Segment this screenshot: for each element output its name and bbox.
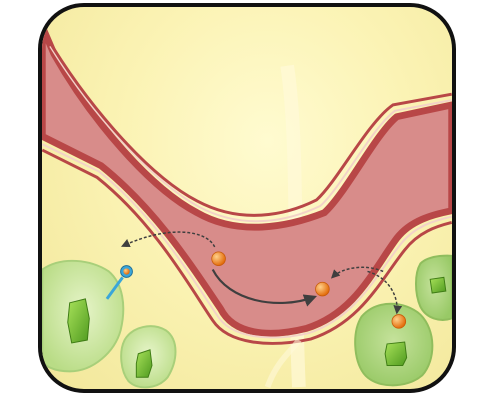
cell-left — [42, 259, 125, 373]
orange-particle-icon — [391, 314, 407, 329]
vessel-upper-outer-line — [44, 35, 452, 217]
cell-right — [354, 302, 434, 387]
orange-particle-icon — [315, 281, 330, 297]
vessel-lower-inner-line — [42, 143, 452, 339]
transport-arrows — [121, 231, 403, 315]
background-streak — [264, 338, 302, 389]
nucleus-icon — [384, 341, 408, 366]
nucleus-icon — [429, 276, 447, 294]
nucleus-icon — [67, 298, 90, 344]
receptor-icon — [105, 265, 133, 300]
curved-arrow-icon — [121, 231, 216, 248]
orange-particle-icon — [211, 251, 226, 266]
curved-arrow-icon — [367, 270, 403, 315]
vessel-wall — [42, 23, 452, 337]
diagram-canvas — [42, 23, 452, 389]
nucleus-icon — [135, 349, 153, 378]
cell-upper-right — [414, 254, 452, 321]
vessel-upper-inner-line — [49, 45, 452, 223]
curved-arrow-icon — [211, 269, 318, 307]
blood-vessel — [42, 23, 452, 345]
vessel-lower-outer-line — [42, 148, 452, 345]
curved-arrow-icon — [330, 266, 384, 279]
cell-lower-left — [120, 325, 177, 389]
diagram-frame — [38, 3, 456, 393]
